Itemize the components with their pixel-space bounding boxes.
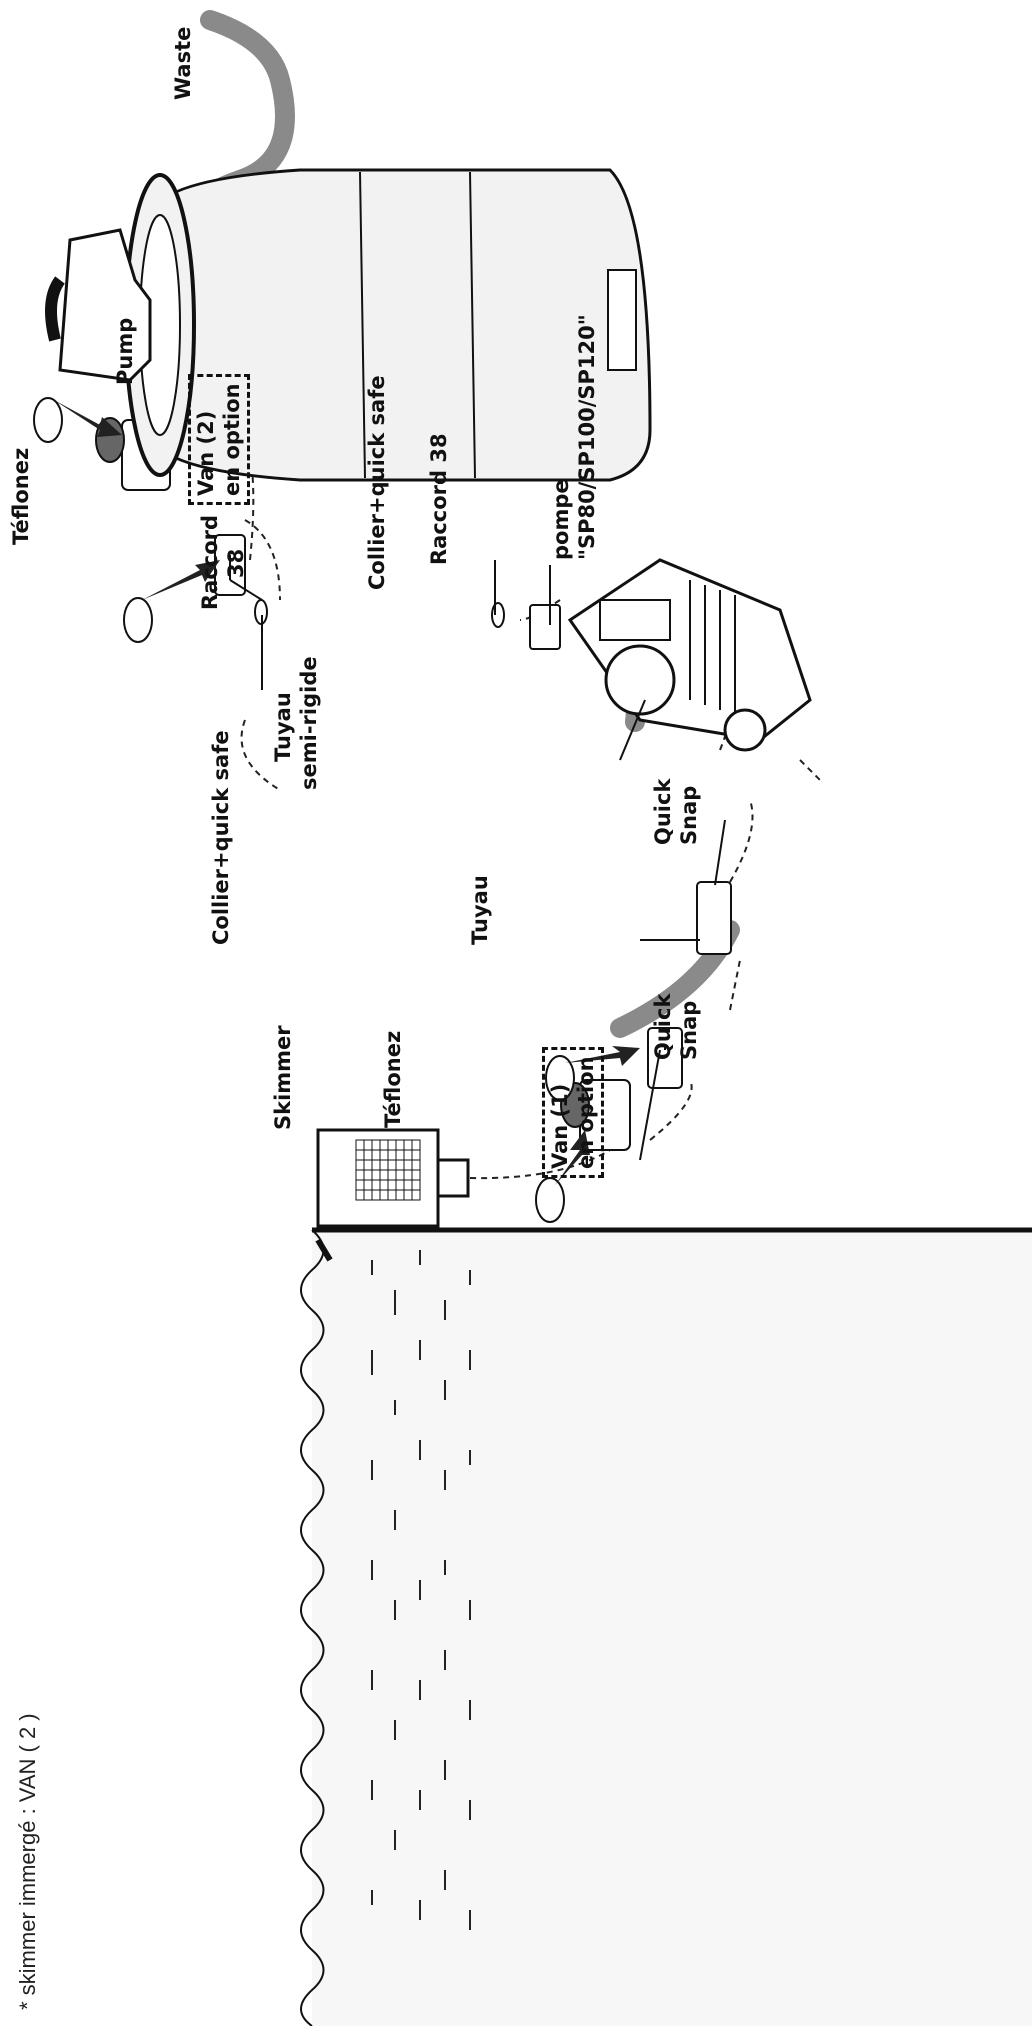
- label-quick-snap-2: Quick Snap: [650, 994, 702, 1060]
- label-raccord38-top: Raccord 38: [197, 515, 249, 610]
- label-collier-top: Collier+quick safe: [209, 730, 233, 945]
- label-pump: Pump: [113, 317, 137, 385]
- label-van2: Van (2) en option: [188, 374, 250, 505]
- label-tuyau: Tuyau: [468, 875, 492, 945]
- label-pompe-line2: "SP80/SP100/SP120": [575, 314, 599, 560]
- quick-snap-2-fitting: [696, 881, 732, 955]
- label-raccord38-top-line1: Raccord: [198, 514, 222, 610]
- collier-bottom-ring: [491, 602, 505, 628]
- sand-filter: [45, 168, 652, 482]
- connection-lines: [239, 419, 821, 1180]
- label-pompe-line1: pompe: [549, 479, 573, 560]
- label-tuyau-semi-line1: Tuyau: [271, 692, 295, 762]
- valve-lever: [45, 276, 66, 342]
- water-dashes: [371, 1250, 471, 1930]
- raccord38-bottom-fitting: [529, 604, 561, 650]
- label-collier-bottom: Collier+quick safe: [365, 375, 389, 590]
- skimmer: [315, 1128, 470, 1262]
- multiport-valve: [58, 228, 152, 382]
- pump: [567, 558, 812, 752]
- fittings: [95, 417, 732, 1151]
- label-van2-line1: Van (2): [194, 410, 218, 496]
- label-skimmer: Skimmer: [271, 1025, 295, 1130]
- leader-lines: [229, 555, 726, 1161]
- label-tuyau-semi-line2: semi-rigide: [297, 656, 321, 790]
- label-pompe: pompe "SP80/SP100/SP120": [548, 314, 600, 560]
- label-quick-snap-2-line1: Quick: [651, 993, 675, 1060]
- pool: [300, 1227, 1032, 2026]
- label-quick-snap-1: Quick Snap: [650, 779, 702, 845]
- label-van1-line1: Van (1): [548, 1083, 572, 1169]
- note-skimmer-immerge: * skimmer immergé : VAN ( 2 ): [15, 1713, 40, 2010]
- label-quick-snap-2-line2: Snap: [677, 1000, 701, 1060]
- label-waste: Waste: [171, 26, 195, 100]
- label-quick-snap-1-line1: Quick: [651, 778, 675, 845]
- label-quick-snap-1-line2: Snap: [677, 785, 701, 845]
- label-teflonez-bottom: Téflonez: [381, 1030, 405, 1128]
- label-tuyau-semi-rigide: Tuyau semi-rigide: [270, 656, 322, 790]
- label-teflonez-top: Téflonez: [9, 447, 33, 545]
- teflon-rolls: [33, 397, 640, 1223]
- label-van1-line2: en option: [574, 1056, 598, 1169]
- label-van2-line2: en option: [220, 383, 244, 496]
- label-raccord38-top-line2: 38: [224, 548, 248, 578]
- label-raccord38-bottom: Raccord 38: [427, 433, 451, 565]
- label-van1: Van (1) en option: [542, 1047, 604, 1178]
